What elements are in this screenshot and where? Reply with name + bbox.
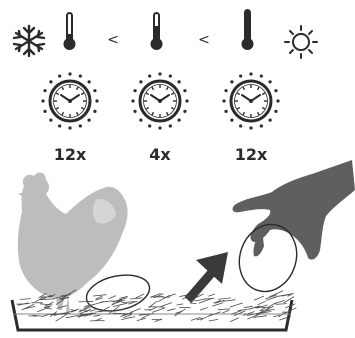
clock-icon <box>222 72 279 129</box>
hand-icon <box>233 160 355 260</box>
thermometer-icon-low <box>64 13 76 50</box>
clock-icon <box>41 72 98 129</box>
timer-count-2: 4x <box>130 145 190 164</box>
less-than-sign-2: < <box>194 32 214 48</box>
arrow-up-right-icon <box>188 252 228 300</box>
less-than-sign-1: < <box>103 32 123 48</box>
clock-icon <box>131 72 188 129</box>
timer-count-1: 12x <box>40 145 100 164</box>
thermometer-icon-medium <box>151 13 163 50</box>
snowflake-icon <box>14 26 44 56</box>
sun-icon <box>285 26 317 58</box>
chicken-silhouette <box>18 173 128 312</box>
thermometer-icon-high <box>242 10 254 50</box>
timer-count-3: 12x <box>221 145 281 164</box>
